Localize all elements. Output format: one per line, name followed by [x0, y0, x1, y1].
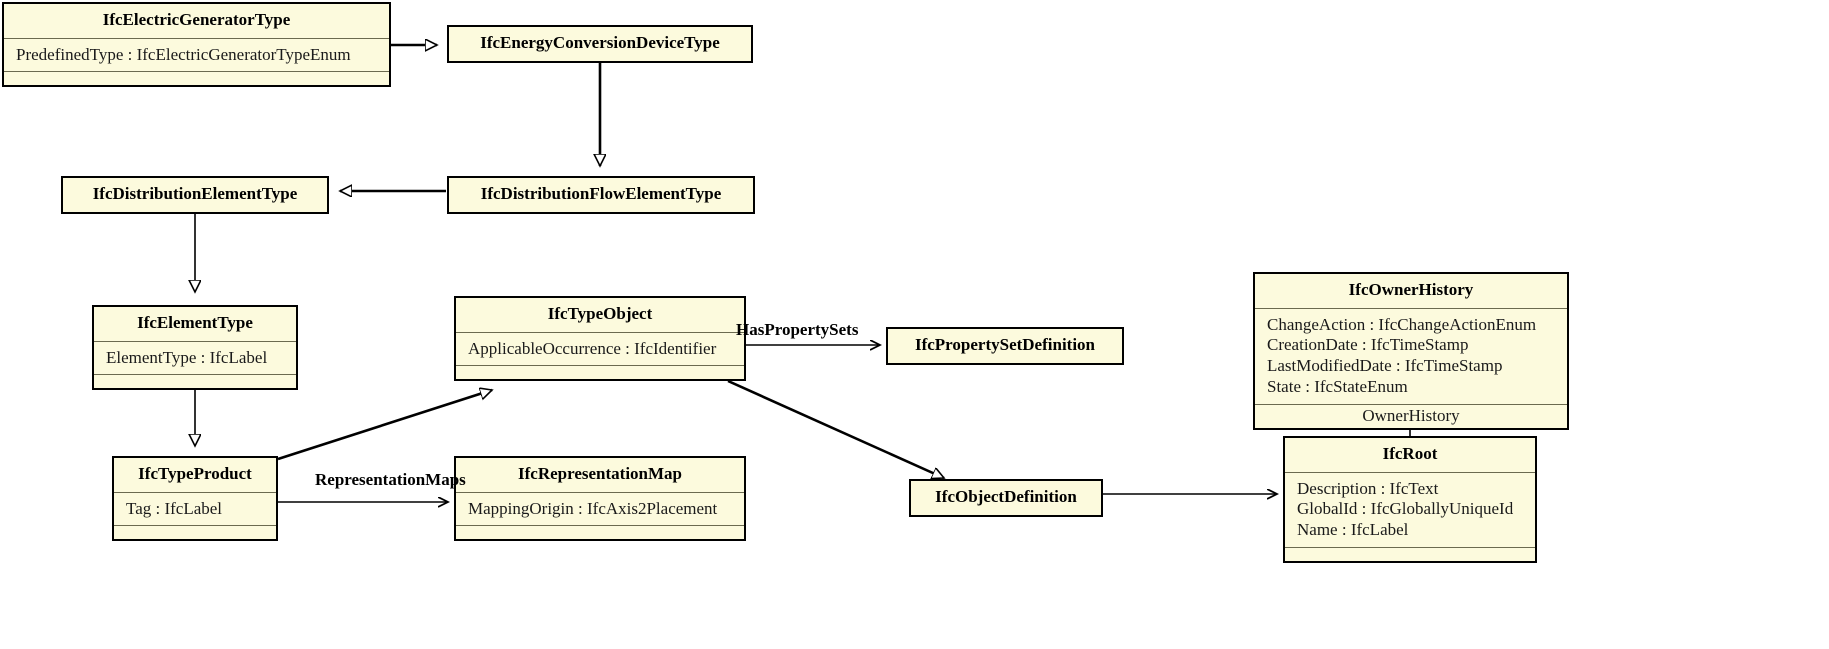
- class-name-ifcelectricgeneratortype: IfcElectricGeneratorType: [102, 10, 291, 29]
- class-attributes-ifcrepresentationmap: MappingOrigin : IfcAxis2Placement: [456, 491, 744, 526]
- class-box-ifctypeproduct[interactable]: IfcTypeProduct Tag : IfcLabel: [112, 456, 278, 542]
- class-name-ifcpropertysetdefinition: IfcPropertySetDefinition: [914, 335, 1096, 354]
- class-box-ifcroot[interactable]: IfcRoot Description : IfcText GlobalId :…: [1283, 436, 1537, 563]
- class-name-ifcelementtype: IfcElementType: [137, 313, 253, 332]
- class-box-ifctypeobject[interactable]: IfcTypeObject ApplicableOccurrence : Ifc…: [454, 296, 746, 382]
- class-operations-compartment: [94, 374, 296, 388]
- class-attributes-ifcownerhistory: ChangeAction : IfcChangeActionEnum Creat…: [1255, 307, 1567, 404]
- class-box-ifcelementtype[interactable]: IfcElementType ElementType : IfcLabel: [92, 305, 298, 391]
- class-attribute: ChangeAction : IfcChangeActionEnum: [1267, 314, 1537, 334]
- class-box-ifcdistributionelementtype[interactable]: IfcDistributionElementType: [61, 176, 329, 214]
- class-name-ifcrepresentationmap: IfcRepresentationMap: [518, 464, 682, 483]
- class-attribute: MappingOrigin : IfcAxis2Placement: [468, 498, 718, 518]
- edge-typeobject-to-objectdefinition: [727, 379, 944, 478]
- class-attributes-ifctypeproduct: Tag : IfcLabel: [114, 491, 276, 526]
- edge-label-haspropertysets: HasPropertySets: [736, 320, 859, 339]
- class-operations-compartment: [456, 525, 744, 539]
- class-attribute: LastModifiedDate : IfcTimeStamp: [1267, 356, 1503, 376]
- class-attributes-ifcroot: Description : IfcText GlobalId : IfcGlob…: [1285, 471, 1535, 547]
- class-name-ifcroot: IfcRoot: [1382, 444, 1438, 463]
- class-name-ifcobjectdefinition: IfcObjectDefinition: [935, 487, 1077, 506]
- class-box-ifcobjectdefinition[interactable]: IfcObjectDefinition: [909, 479, 1103, 517]
- class-attributes-ifcelectricgeneratortype: PredefinedType : IfcElectricGeneratorTyp…: [4, 37, 389, 72]
- class-operations-compartment: [114, 525, 276, 539]
- class-name-ifcdistributionflowelementtype: IfcDistributionFlowElementType: [480, 184, 722, 203]
- class-attributes-ifctypeobject: ApplicableOccurrence : IfcIdentifier: [456, 331, 744, 366]
- class-operations-compartment: [1285, 546, 1535, 561]
- class-box-ifcpropertysetdefinition[interactable]: IfcPropertySetDefinition: [886, 327, 1124, 365]
- class-name-ifcdistributionelementtype: IfcDistributionElementType: [92, 184, 298, 203]
- class-attribute: State : IfcStateEnum: [1267, 376, 1408, 396]
- class-attribute: ElementType : IfcLabel: [106, 347, 268, 367]
- class-attributes-ifcelementtype: ElementType : IfcLabel: [94, 340, 296, 375]
- class-name-ifctypeproduct: IfcTypeProduct: [138, 464, 252, 483]
- class-name-ifcenergyconversiondevicetype: IfcEnergyConversionDeviceType: [480, 33, 720, 52]
- class-attribute: GlobalId : IfcGloballyUniqueId: [1297, 499, 1514, 519]
- class-name-ifctypeobject: IfcTypeObject: [547, 304, 653, 323]
- edge-typeproduct-to-typeobject: [277, 390, 492, 461]
- class-attribute: CreationDate : IfcTimeStamp: [1267, 335, 1469, 355]
- class-box-ifcenergyconversiondevicetype[interactable]: IfcEnergyConversionDeviceType: [447, 25, 753, 63]
- class-box-ifcelectricgeneratortype[interactable]: IfcElectricGeneratorType PredefinedType …: [2, 2, 391, 88]
- class-attribute: Description : IfcText: [1297, 478, 1439, 498]
- class-operations-compartment: [456, 365, 744, 379]
- class-box-ifcrepresentationmap[interactable]: IfcRepresentationMap MappingOrigin : Ifc…: [454, 456, 746, 542]
- class-box-ifcownerhistory[interactable]: IfcOwnerHistory ChangeAction : IfcChange…: [1253, 272, 1569, 430]
- association-role-ownerhistory: OwnerHistory: [1255, 403, 1567, 428]
- class-box-ifcdistributionflowelementtype[interactable]: IfcDistributionFlowElementType: [447, 176, 755, 214]
- class-operations-compartment: [4, 71, 389, 85]
- class-attribute: ApplicableOccurrence : IfcIdentifier: [468, 338, 717, 358]
- class-attribute: Name : IfcLabel: [1297, 520, 1409, 540]
- class-attribute: PredefinedType : IfcElectricGeneratorTyp…: [16, 44, 351, 64]
- edge-label-representationmaps: RepresentationMaps: [315, 470, 466, 489]
- class-attribute: Tag : IfcLabel: [126, 498, 223, 518]
- class-name-ifcownerhistory: IfcOwnerHistory: [1348, 280, 1474, 299]
